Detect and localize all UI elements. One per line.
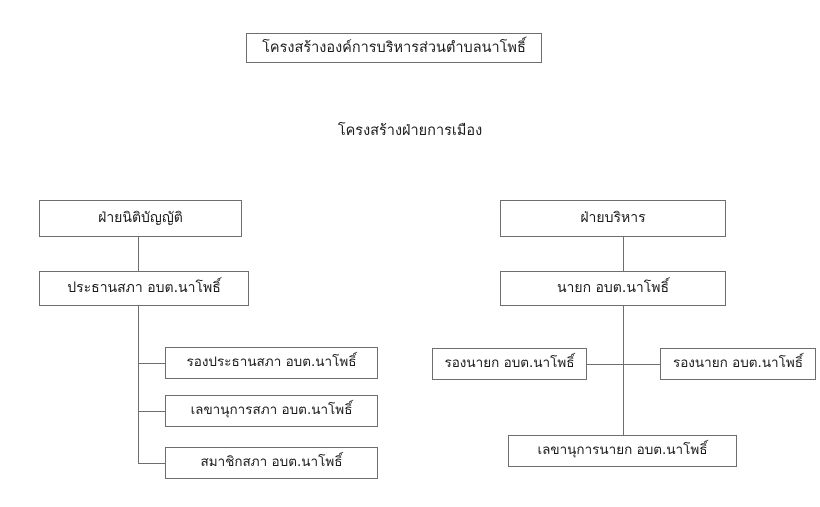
- connector-legislative-to-chair: [138, 237, 139, 271]
- section-heading: โครงสร้างฝ่ายการเมือง: [0, 119, 820, 142]
- node-legislative-division: ฝ่ายนิติบัญญัติ: [39, 200, 242, 237]
- node-council-chairman-label: ประธานสภา อบต.นาโพธิ์: [67, 280, 221, 297]
- node-mayor-secretary-label: เลขานุการนายก อบต.นาโพธิ์: [537, 442, 708, 459]
- node-council-member: สมาชิกสภา อบต.นาโพธิ์: [165, 447, 378, 479]
- connector-legislative-trunk: [138, 306, 139, 463]
- node-council-vice-chairman-label: รองประธานสภา อบต.นาโพธิ์: [186, 354, 357, 371]
- node-deputy-mayor-right-label: รองนายก อบต.นาโพธิ์: [672, 355, 804, 372]
- node-council-secretary-label: เลขานุการสภา อบต.นาโพธิ์: [190, 402, 353, 419]
- connector-executive-trunk: [623, 306, 624, 435]
- connector-branch-deputy-left: [587, 364, 623, 365]
- node-mayor: นายก อบต.นาโพธิ์: [500, 271, 726, 306]
- node-legislative-division-label: ฝ่ายนิติบัญญัติ: [98, 210, 183, 227]
- node-mayor-label: นายก อบต.นาโพธิ์: [556, 280, 670, 297]
- node-executive-division: ฝ่ายบริหาร: [500, 200, 726, 237]
- node-council-vice-chairman: รองประธานสภา อบต.นาโพธิ์: [165, 347, 378, 379]
- connector-branch-vice-chair: [138, 363, 165, 364]
- connector-branch-deputy-right: [623, 364, 660, 365]
- node-council-chairman: ประธานสภา อบต.นาโพธิ์: [39, 271, 249, 306]
- chart-title-box: โครงสร้างองค์การบริหารส่วนตำบลนาโพธิ์: [246, 33, 542, 63]
- node-council-secretary: เลขานุการสภา อบต.นาโพธิ์: [165, 395, 378, 427]
- chart-title-text: โครงสร้างองค์การบริหารส่วนตำบลนาโพธิ์: [262, 39, 526, 56]
- connector-branch-council-secretary: [138, 411, 165, 412]
- section-heading-text: โครงสร้างฝ่ายการเมือง: [337, 123, 483, 139]
- connector-branch-council-member: [138, 463, 165, 464]
- node-deputy-mayor-left-label: รองนายก อบต.นาโพธิ์: [444, 355, 575, 372]
- node-deputy-mayor-left: รองนายก อบต.นาโพธิ์: [432, 348, 587, 380]
- node-deputy-mayor-right: รองนายก อบต.นาโพธิ์: [660, 348, 816, 380]
- node-mayor-secretary: เลขานุการนายก อบต.นาโพธิ์: [508, 435, 737, 467]
- connector-executive-to-mayor: [623, 237, 624, 271]
- node-executive-division-label: ฝ่ายบริหาร: [580, 210, 646, 227]
- node-council-member-label: สมาชิกสภา อบต.นาโพธิ์: [200, 454, 343, 471]
